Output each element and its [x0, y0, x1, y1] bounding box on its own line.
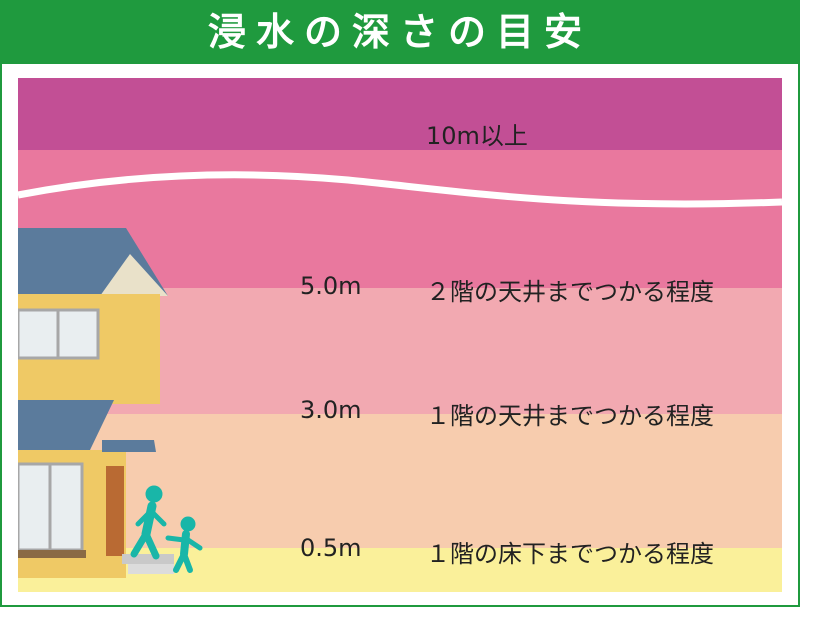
wave-line	[18, 171, 782, 208]
level-3m-depth: 3.0m	[300, 396, 362, 424]
depth-panel: 10m以上 5.0m ２階の天井までつかる程度 3.0m １階の天井までつかる程…	[18, 78, 782, 592]
child-walking-icon	[165, 516, 203, 573]
band-10m	[18, 78, 782, 150]
level-5m-description: ２階の天井までつかる程度	[426, 278, 714, 306]
house-icon	[18, 228, 174, 578]
illustration	[18, 171, 782, 578]
level-3m-description: １階の天井までつかる程度	[426, 402, 714, 430]
level-10m-description: 10m以上	[426, 122, 528, 150]
diagram-frame: 浸水の深さの目安	[0, 0, 800, 607]
title-bar	[2, 2, 798, 64]
adult-walking-icon	[130, 485, 167, 560]
level-0-5m-depth: 0.5m	[300, 534, 362, 562]
page-title: 浸水の深さの目安	[207, 10, 592, 54]
level-5m-depth: 5.0m	[300, 272, 362, 300]
level-0-5m-description: １階の床下までつかる程度	[426, 540, 714, 568]
